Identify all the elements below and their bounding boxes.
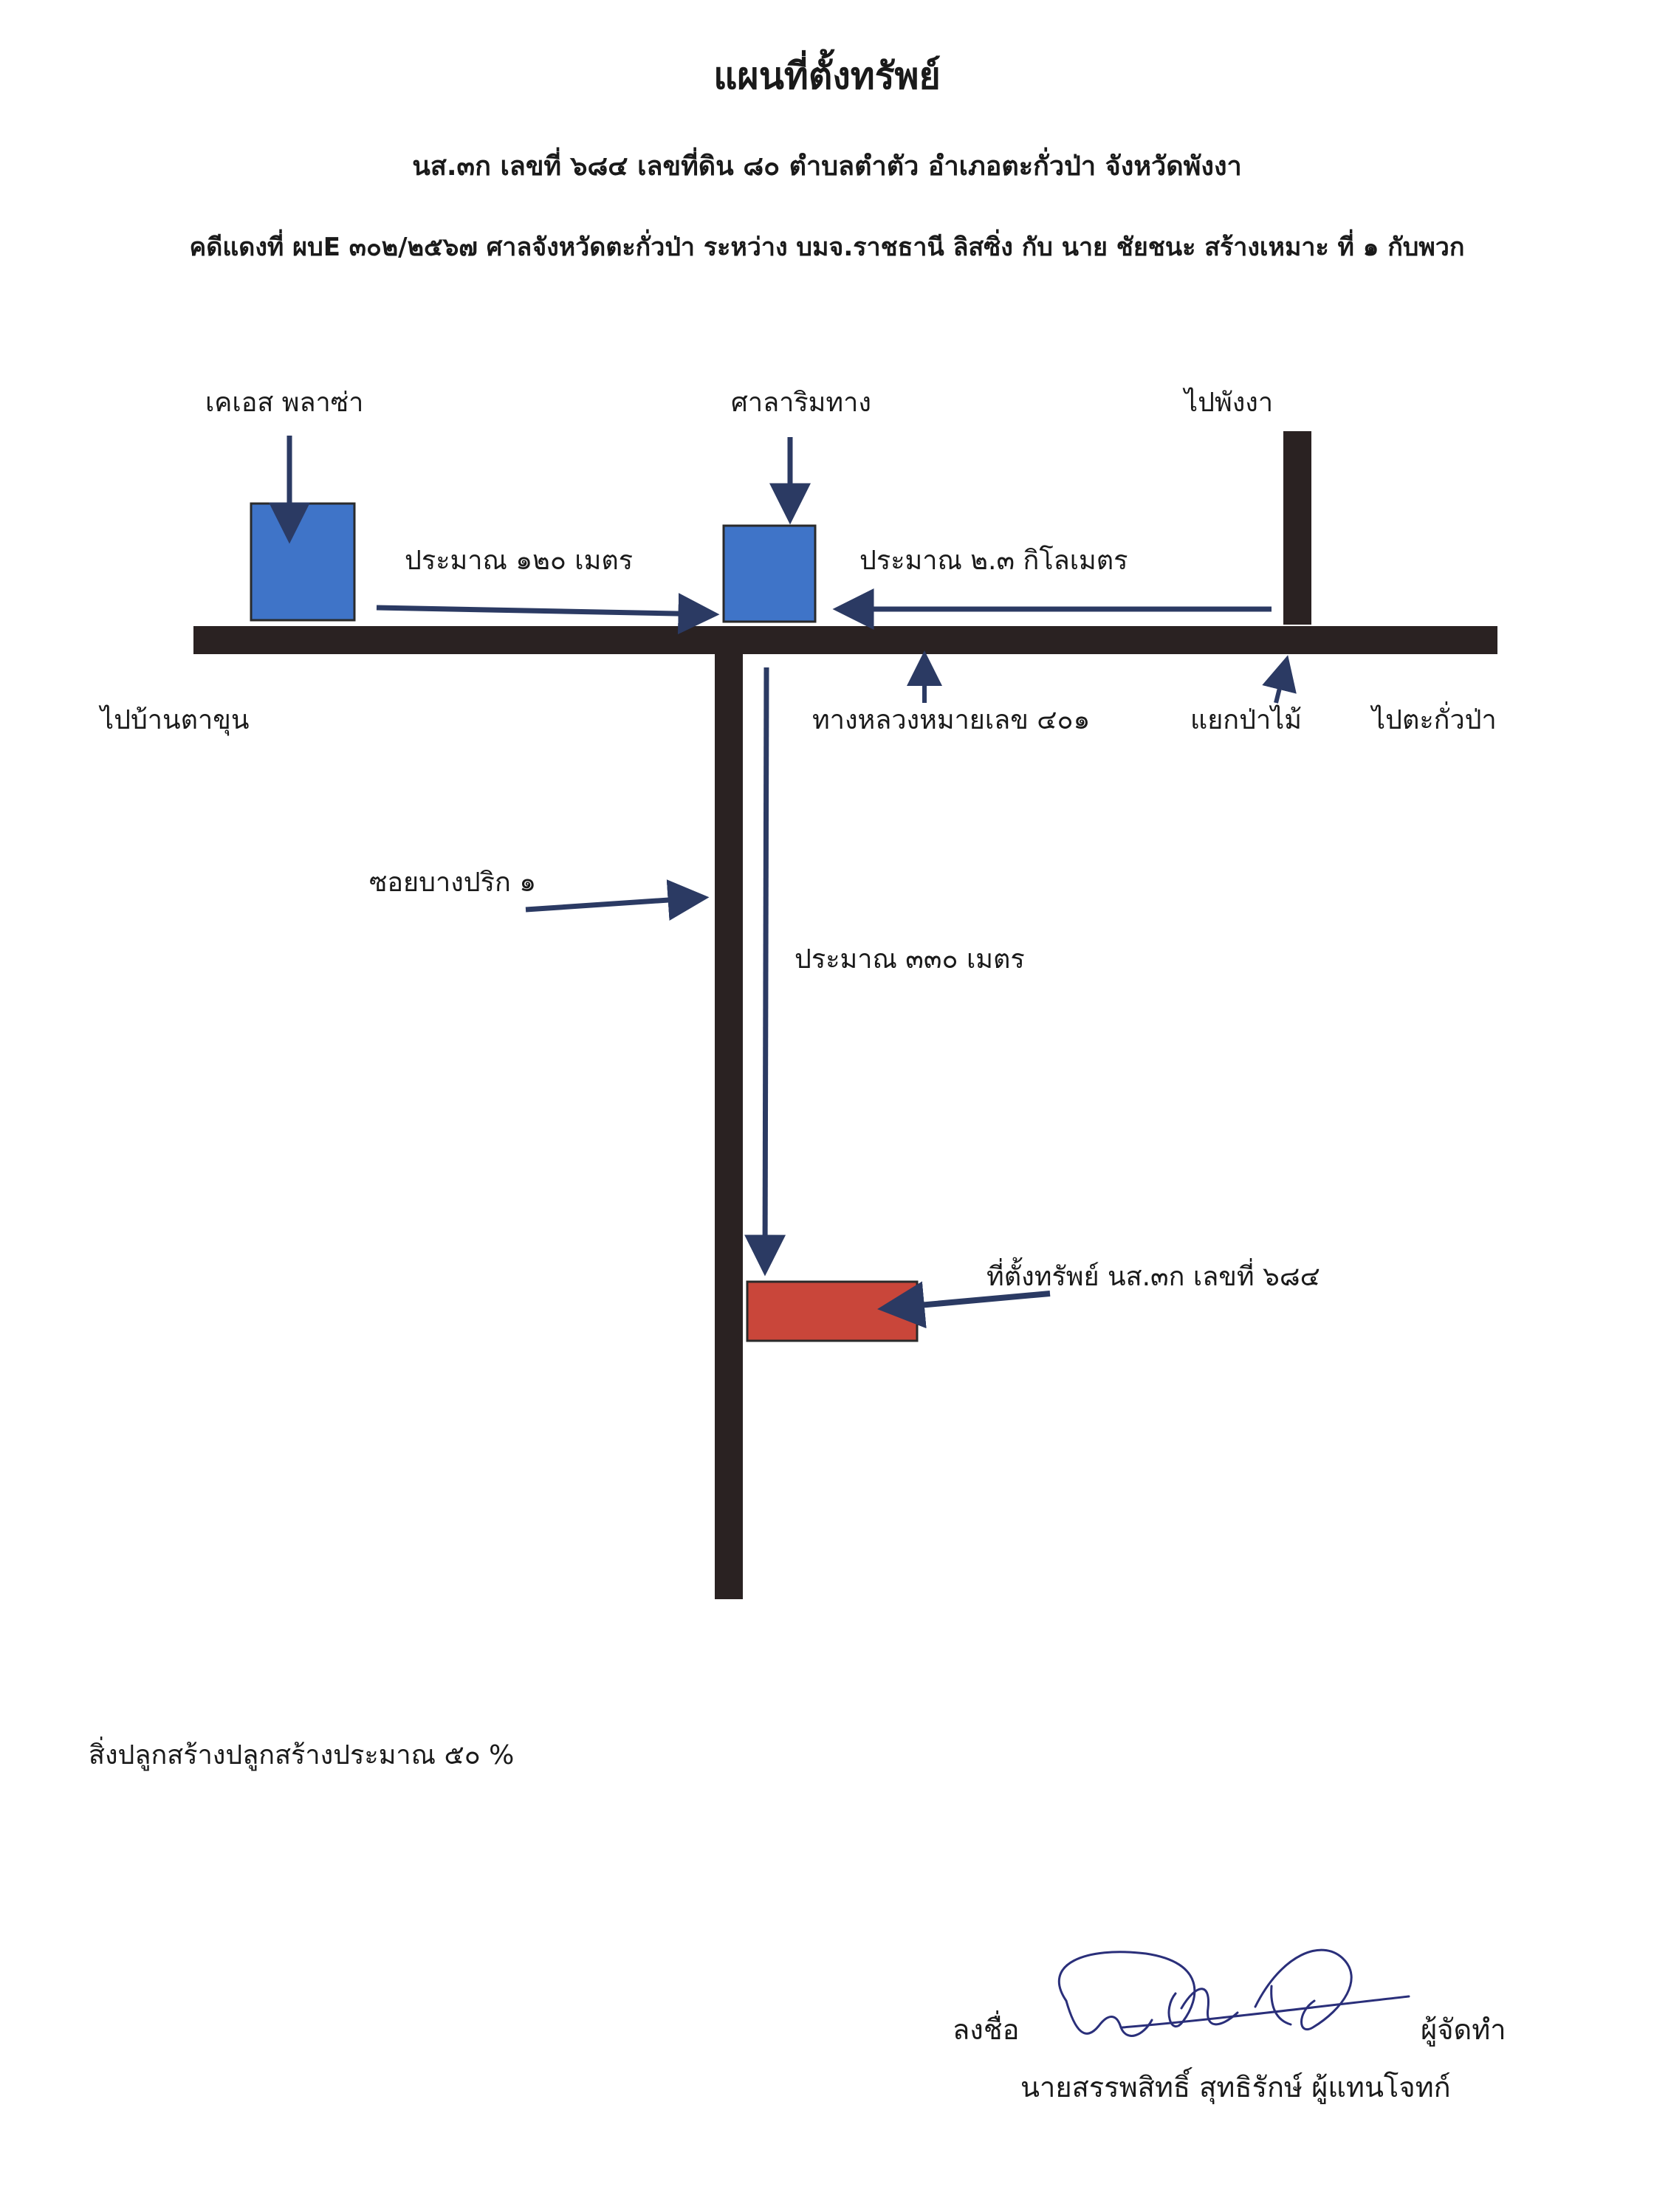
to-ban-ta-khun-label: ไปบ้านตาขุน	[100, 705, 250, 735]
distance-330-label: ประมาณ ๓๓๐ เมตร	[795, 944, 1025, 975]
ks-plaza-label: เคเอส พลาซ่า	[205, 388, 364, 418]
junction-label: แยกป่าไม้	[1190, 705, 1302, 735]
sign-label: ลงชื่อ	[953, 2013, 1020, 2046]
case-line: คดีแดงที่ ผบE ๓๐๒/๒๕๖๗ ศาลจังหวัดตะกั่วป…	[189, 233, 1465, 262]
distance-120-label: ประมาณ ๑๒๐ เมตร	[405, 546, 634, 576]
phangnga-road	[1283, 431, 1311, 625]
soi-road	[715, 626, 743, 1599]
to-phangnga-label: ไปพังงา	[1184, 388, 1274, 418]
distance-23km-label: ประมาณ ๒.๓ กิโลเมตร	[859, 546, 1128, 576]
distance-330-arrow	[744, 667, 786, 1277]
distance-120-arrow	[376, 593, 720, 635]
preparer-role: ผู้จัดทำ	[1421, 2013, 1506, 2046]
property-pointer-arrow	[877, 1281, 1051, 1329]
property-label: ที่ตั้งทรัพย์ นส.๓ก เลขที่ ๖๘๔	[986, 1262, 1320, 1292]
deed-subtitle: นส.๓ก เลขที่ ๖๘๔ เลขที่ดิน ๘๐ ตำบลตำตัว …	[412, 151, 1242, 182]
to-takuapa-label: ไปตะกั่วป่า	[1372, 705, 1497, 735]
ks-plaza-box	[250, 502, 356, 622]
preparer-name: นายสรรพสิทธิ์ สุทธิรักษ์ ผู้แทนโจทก์	[1020, 2071, 1451, 2103]
junction-pointer-arrow	[1262, 655, 1297, 704]
sala-box	[722, 524, 817, 623]
highway-label: ทางหลวงหมายเลข ๔๐๑	[812, 705, 1091, 735]
signature-scribble	[1057, 1948, 1410, 2037]
highway-road	[193, 626, 1497, 654]
soi-label: ซอยบางปริก ๑	[369, 868, 537, 898]
sala-label: ศาลาริมทาง	[731, 388, 871, 418]
soi-pointer-arrow	[525, 879, 710, 921]
page-title: แผนที่ตั้งทรัพย์	[713, 55, 941, 97]
construction-note: สิ่งปลูกสร้างปลูกสร้างประมาณ ๕๐ %	[89, 1740, 515, 1770]
property-box	[746, 1280, 919, 1342]
